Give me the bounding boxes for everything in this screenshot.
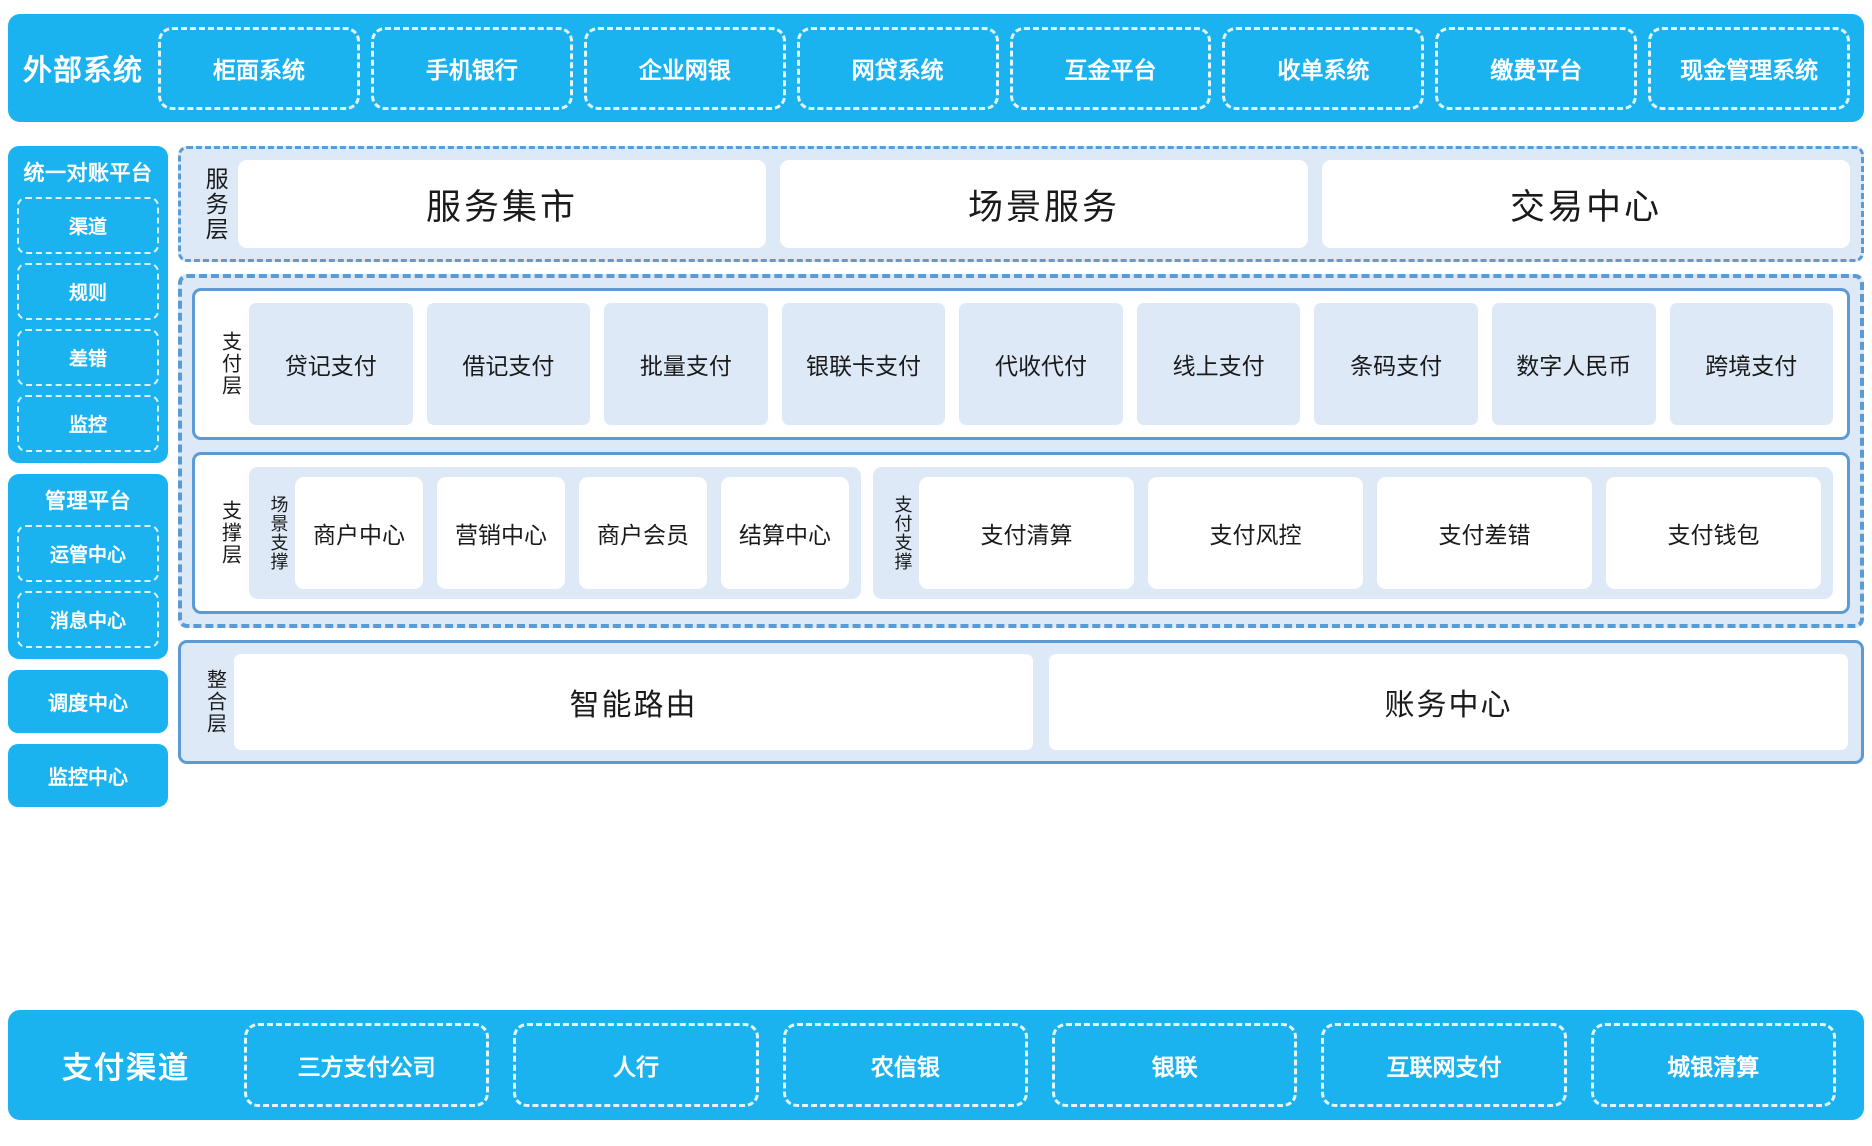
payment-cell-digital-rmb[interactable]: 数字人民币 xyxy=(1491,303,1656,425)
recon-platform-title: 统一对账平台 xyxy=(23,162,153,185)
payment-cell-barcode[interactable]: 条码支付 xyxy=(1314,303,1478,425)
unified-reconciliation-platform: 统一对账平台 渠道 规则 差错 监控 xyxy=(8,146,168,463)
support-cell-marketing-center[interactable]: 营销中心 xyxy=(437,477,565,589)
external-systems-list: 柜面系统 手机银行 企业网银 网贷系统 互金平台 收单系统 缴费平台 现金管理系… xyxy=(158,26,1854,110)
scenario-support-label: 场景支撑 xyxy=(268,495,289,571)
external-system-item[interactable]: 企业网银 xyxy=(583,26,786,110)
recon-item-monitor[interactable]: 监控 xyxy=(17,395,159,452)
integration-layer-label: 整合层 xyxy=(203,669,226,735)
monitoring-center[interactable]: 监控中心 xyxy=(8,744,168,807)
payment-channels-bar: 支付渠道 三方支付公司 人行 农信银 银联 互联网支付 城银清算 xyxy=(8,1010,1864,1120)
payment-support-cells: 支付清算 支付风控 支付差错 支付钱包 xyxy=(919,477,1821,589)
external-systems-title: 外部系统 xyxy=(22,55,143,87)
payment-cell-credit[interactable]: 贷记支付 xyxy=(249,303,413,425)
service-card-market[interactable]: 服务集市 xyxy=(238,160,766,248)
payment-channel-item[interactable]: 互联网支付 xyxy=(1321,1023,1567,1107)
payment-cell-cross-border[interactable]: 跨境支付 xyxy=(1669,303,1834,425)
payment-channels-list: 三方支付公司 人行 农信银 银联 互联网支付 城银清算 xyxy=(244,1023,1864,1107)
external-system-item[interactable]: 手机银行 xyxy=(370,26,573,110)
payment-channel-item[interactable]: 人行 xyxy=(513,1023,759,1107)
support-layer-panel: 支撑层 场景支撑 商户中心 营销中心 商户会员 结算中心 支付支撑 xyxy=(192,452,1850,614)
payment-layer-label: 支付层 xyxy=(218,331,241,397)
external-system-item[interactable]: 缴费平台 xyxy=(1435,26,1638,110)
payment-cell-collection-payment[interactable]: 代收代付 xyxy=(959,303,1123,425)
main-layers: 服务层 服务集市 场景服务 交易中心 支付层 贷记支付 借记支付 批量支付 银联… xyxy=(178,146,1864,776)
external-systems-bar: 外部系统 柜面系统 手机银行 企业网银 网贷系统 互金平台 收单系统 缴费平台 … xyxy=(8,14,1864,122)
support-cell-merchant-member[interactable]: 商户会员 xyxy=(579,477,707,589)
payment-channel-item[interactable]: 农信银 xyxy=(782,1023,1028,1107)
external-system-item[interactable]: 网贷系统 xyxy=(796,26,999,110)
payment-support-label: 支付支撑 xyxy=(892,495,913,571)
payment-layer-cells: 贷记支付 借记支付 批量支付 银联卡支付 代收代付 线上支付 条码支付 数字人民… xyxy=(249,303,1834,425)
support-cell-payment-clearing[interactable]: 支付清算 xyxy=(919,477,1134,589)
integration-layer-cards: 智能路由 账务中心 xyxy=(234,654,1848,750)
payment-cell-unionpay-card[interactable]: 银联卡支付 xyxy=(781,303,946,425)
service-card-scenario[interactable]: 场景服务 xyxy=(780,160,1308,248)
support-cell-payment-wallet[interactable]: 支付钱包 xyxy=(1606,477,1821,589)
support-cell-payment-risk[interactable]: 支付风控 xyxy=(1148,477,1363,589)
scheduling-center[interactable]: 调度中心 xyxy=(8,670,168,733)
payment-layer-panel: 支付层 贷记支付 借记支付 批量支付 银联卡支付 代收代付 线上支付 条码支付 … xyxy=(192,288,1850,440)
external-system-item[interactable]: 柜面系统 xyxy=(158,26,360,110)
service-layer-cards: 服务集市 场景服务 交易中心 xyxy=(238,160,1850,248)
service-layer-label: 服务层 xyxy=(202,166,229,242)
integration-card-accounting-center[interactable]: 账务中心 xyxy=(1049,654,1848,750)
payment-support-group: 支付支撑 支付清算 支付风控 支付差错 支付钱包 xyxy=(873,467,1833,599)
integration-card-smart-routing[interactable]: 智能路由 xyxy=(234,654,1033,750)
external-system-item[interactable]: 现金管理系统 xyxy=(1648,26,1850,110)
payment-cell-batch[interactable]: 批量支付 xyxy=(604,303,768,425)
recon-item-channel[interactable]: 渠道 xyxy=(17,197,159,254)
left-sidebar: 统一对账平台 渠道 规则 差错 监控 管理平台 运管中心 消息中心 调度中心 监… xyxy=(8,146,168,818)
support-layer-label: 支撑层 xyxy=(218,500,241,566)
support-cell-settlement-center[interactable]: 结算中心 xyxy=(721,477,849,589)
service-card-transaction[interactable]: 交易中心 xyxy=(1322,160,1850,248)
support-cell-payment-error[interactable]: 支付差错 xyxy=(1377,477,1592,589)
support-cell-merchant-center[interactable]: 商户中心 xyxy=(295,477,423,589)
admin-platform-title: 管理平台 xyxy=(45,490,131,513)
admin-platform: 管理平台 运管中心 消息中心 xyxy=(8,474,168,659)
admin-item-message-center[interactable]: 消息中心 xyxy=(17,591,159,648)
admin-item-operations-center[interactable]: 运管中心 xyxy=(17,525,159,582)
recon-item-error[interactable]: 差错 xyxy=(17,329,159,386)
recon-item-rule[interactable]: 规则 xyxy=(17,263,159,320)
scenario-support-group: 场景支撑 商户中心 营销中心 商户会员 结算中心 xyxy=(249,467,861,599)
service-layer-band: 服务层 服务集市 场景服务 交易中心 xyxy=(178,146,1864,262)
payment-cell-online[interactable]: 线上支付 xyxy=(1136,303,1301,425)
payment-channel-item[interactable]: 三方支付公司 xyxy=(244,1023,490,1107)
payment-and-support-band: 支付层 贷记支付 借记支付 批量支付 银联卡支付 代收代付 线上支付 条码支付 … xyxy=(178,274,1864,628)
payment-channel-item[interactable]: 银联 xyxy=(1051,1023,1298,1107)
external-system-item[interactable]: 互金平台 xyxy=(1009,26,1212,110)
payment-channels-title: 支付渠道 xyxy=(62,1052,190,1085)
integration-layer-panel: 整合层 智能路由 账务中心 xyxy=(178,640,1864,764)
payment-cell-debit[interactable]: 借记支付 xyxy=(426,303,591,425)
payment-channel-item[interactable]: 城银清算 xyxy=(1590,1023,1836,1107)
external-system-item[interactable]: 收单系统 xyxy=(1222,26,1425,110)
scenario-support-cells: 商户中心 营销中心 商户会员 结算中心 xyxy=(295,477,849,589)
support-layer-groups: 场景支撑 商户中心 营销中心 商户会员 结算中心 支付支撑 支付清算 支付风控 xyxy=(249,467,1833,599)
